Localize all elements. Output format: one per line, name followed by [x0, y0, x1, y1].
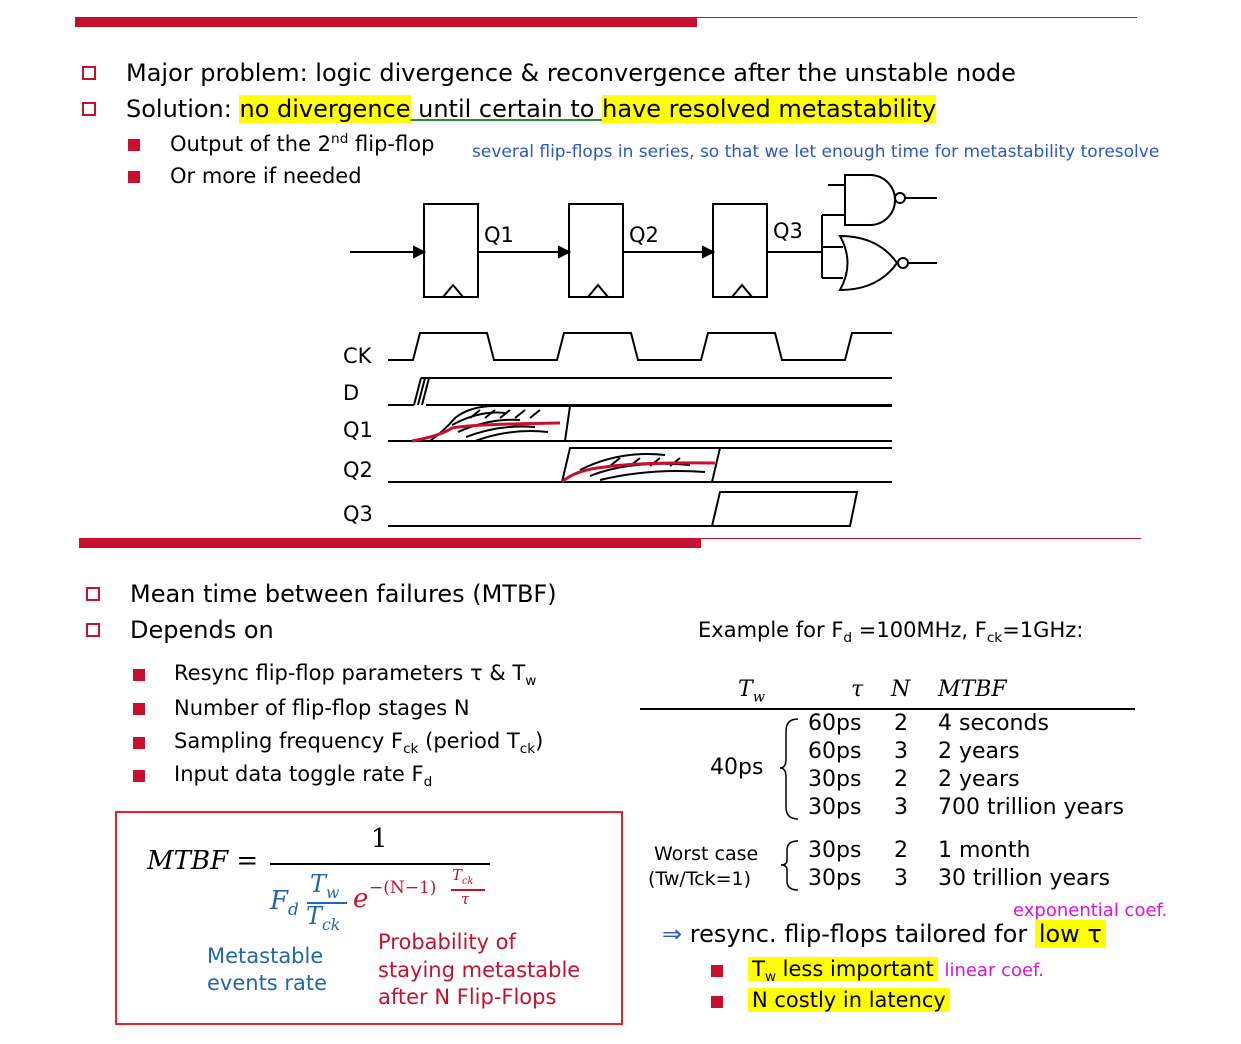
g1-r3-mtbf: 2 years: [938, 767, 1020, 792]
flip-flop-chain-diagram: Q1 Q2 Q3: [350, 174, 937, 298]
conclusion-line: ⇒ resync. flip-flops tailored for low τ: [662, 920, 1106, 948]
label-probability-1: Probability of: [378, 930, 516, 954]
bullet-mtbf: Mean time between failures (MTBF): [130, 580, 557, 608]
top-thin-line: [697, 17, 1137, 18]
signal-label-q1: Q1: [343, 418, 373, 442]
q2-metastable-trace: [560, 461, 716, 484]
conc-bullet-tw: Tw less important linear coef.: [748, 957, 1044, 985]
g2-r2-mtbf: 30 trillion years: [938, 866, 1111, 891]
ck-waveform: [388, 332, 892, 361]
g1-r2-n: 3: [894, 739, 908, 764]
sub-bullet-square-6: [133, 770, 145, 782]
bullet-box-2: [82, 102, 96, 116]
formula-box: [115, 811, 623, 1025]
label-probability-3: after N Flip-Flops: [378, 985, 557, 1009]
bullet-solution: Solution: no divergence until certain to…: [126, 95, 937, 123]
q2-label: Q2: [629, 223, 659, 247]
sub-bullet-stages: Number of flip-flop stages N: [174, 696, 470, 720]
conc-bullet-square-2: [711, 996, 723, 1008]
formula-exp-num: Tck: [452, 866, 474, 887]
bullet-box-3: [86, 587, 100, 601]
table-header-mtbf: MTBF: [938, 677, 1007, 702]
conc-bullet-square-1: [711, 965, 723, 977]
g1-r3-n: 2: [894, 767, 908, 792]
group1-label: 40ps: [710, 755, 764, 780]
g2-r1-n: 2: [894, 838, 908, 863]
example-title: Example for Fd =100MHz, Fck=1GHz:: [698, 618, 1084, 647]
table-header-tw: Tw: [738, 677, 765, 706]
sub-bullet-resync-params: Resync flip-flop parameters τ & Tw: [174, 661, 537, 690]
formula-tw: Tw: [310, 870, 340, 902]
highlight-low-tau: low τ: [1034, 920, 1106, 948]
g2-r1-mtbf: 1 month: [938, 838, 1031, 863]
formula-fd: Fd: [270, 886, 299, 920]
q1-label: Q1: [484, 223, 514, 247]
formula-exp-bar: [451, 889, 485, 891]
bullet-box-4: [86, 623, 100, 637]
formula-tck: Tck: [306, 902, 341, 934]
bullet-major-problem: Major problem: logic divergence & reconv…: [126, 59, 1016, 87]
formula-exp-den: τ: [461, 890, 470, 908]
g1-r4-tau: 30ps: [808, 795, 862, 820]
group1-brace: [779, 718, 799, 820]
g1-r1-n: 2: [894, 711, 908, 736]
sub-bullet-output: Output of the 2nd flip-flop: [170, 131, 435, 156]
highlight-tw-less: Tw less important: [748, 957, 938, 985]
sub-bullet-square-1: [128, 139, 140, 151]
highlight-n-costly: N costly in latency: [748, 988, 950, 1012]
formula-fraction-bar: [270, 863, 490, 865]
group2-label-1: Worst case: [654, 843, 759, 865]
q3-label: Q3: [773, 219, 803, 243]
sub-bullet-sampling: Sampling frequency Fck (period Tck): [174, 729, 544, 758]
g1-r1-mtbf: 4 seconds: [938, 711, 1049, 736]
g1-r4-mtbf: 700 trillion years: [938, 795, 1125, 820]
formula-tw-tck-bar: [307, 902, 347, 904]
formula-exp-base: e: [353, 884, 369, 914]
g1-r4-n: 3: [894, 795, 908, 820]
g2-r2-n: 3: [894, 866, 908, 891]
sub-bullet-square-3: [133, 669, 145, 681]
signal-label-q2: Q2: [343, 458, 373, 482]
sub-bullet-square-4: [133, 703, 145, 715]
underlined-phrase: until certain to: [410, 95, 603, 123]
formula-lhs: MTBF =: [147, 846, 259, 876]
group2-brace: [780, 840, 799, 891]
implies-arrow: ⇒: [662, 920, 683, 948]
note-exponential-coef: exponential coef.: [1013, 900, 1168, 921]
signal-label-q3: Q3: [343, 502, 373, 526]
table-header-rule: [640, 708, 1135, 710]
highlight-resolved: have resolved metastability: [602, 95, 937, 123]
sub-bullet-more: Or more if needed: [170, 164, 362, 188]
g2-r2-tau: 30ps: [808, 866, 862, 891]
bullet-depends-on: Depends on: [130, 616, 274, 644]
label-metastable-rate-1: Metastable: [207, 944, 324, 968]
signal-label-ck: CK: [343, 344, 373, 368]
table-header-n: N: [891, 677, 911, 702]
note-linear-coef: linear coef.: [944, 960, 1044, 981]
g1-r3-tau: 30ps: [808, 767, 862, 792]
signal-label-d: D: [343, 381, 359, 405]
q1-metastable-trace: [411, 421, 561, 443]
middle-red-bar: [79, 538, 701, 548]
formula-numerator: 1: [371, 824, 388, 854]
bullet-box-1: [82, 66, 96, 80]
sub-bullet-square-2: [128, 171, 140, 183]
sub-bullet-square-5: [133, 737, 145, 749]
g1-r1-tau: 60ps: [808, 711, 862, 736]
formula-exp-prefix: −(N−1): [369, 878, 437, 898]
conc-bullet-n: N costly in latency: [748, 988, 950, 1012]
highlight-no-divergence: no divergence: [239, 95, 411, 123]
timing-diagram: CK D Q1 Q2 Q3: [343, 332, 892, 527]
table-header-tau: τ: [851, 677, 864, 702]
label-probability-2: staying metastable: [378, 958, 581, 982]
g1-r2-tau: 60ps: [808, 739, 862, 764]
g2-r1-tau: 30ps: [808, 838, 862, 863]
group2-label-2: (Tw/Tck=1): [648, 868, 752, 890]
label-metastable-rate-2: events rate: [207, 971, 328, 995]
handwritten-note: several flip-flops in series, so that we…: [472, 142, 1160, 162]
middle-thin-line: [701, 538, 1141, 539]
top-red-bar: [75, 17, 697, 27]
sub-bullet-toggle-rate: Input data toggle rate Fd: [174, 762, 433, 791]
g1-r2-mtbf: 2 years: [938, 739, 1020, 764]
